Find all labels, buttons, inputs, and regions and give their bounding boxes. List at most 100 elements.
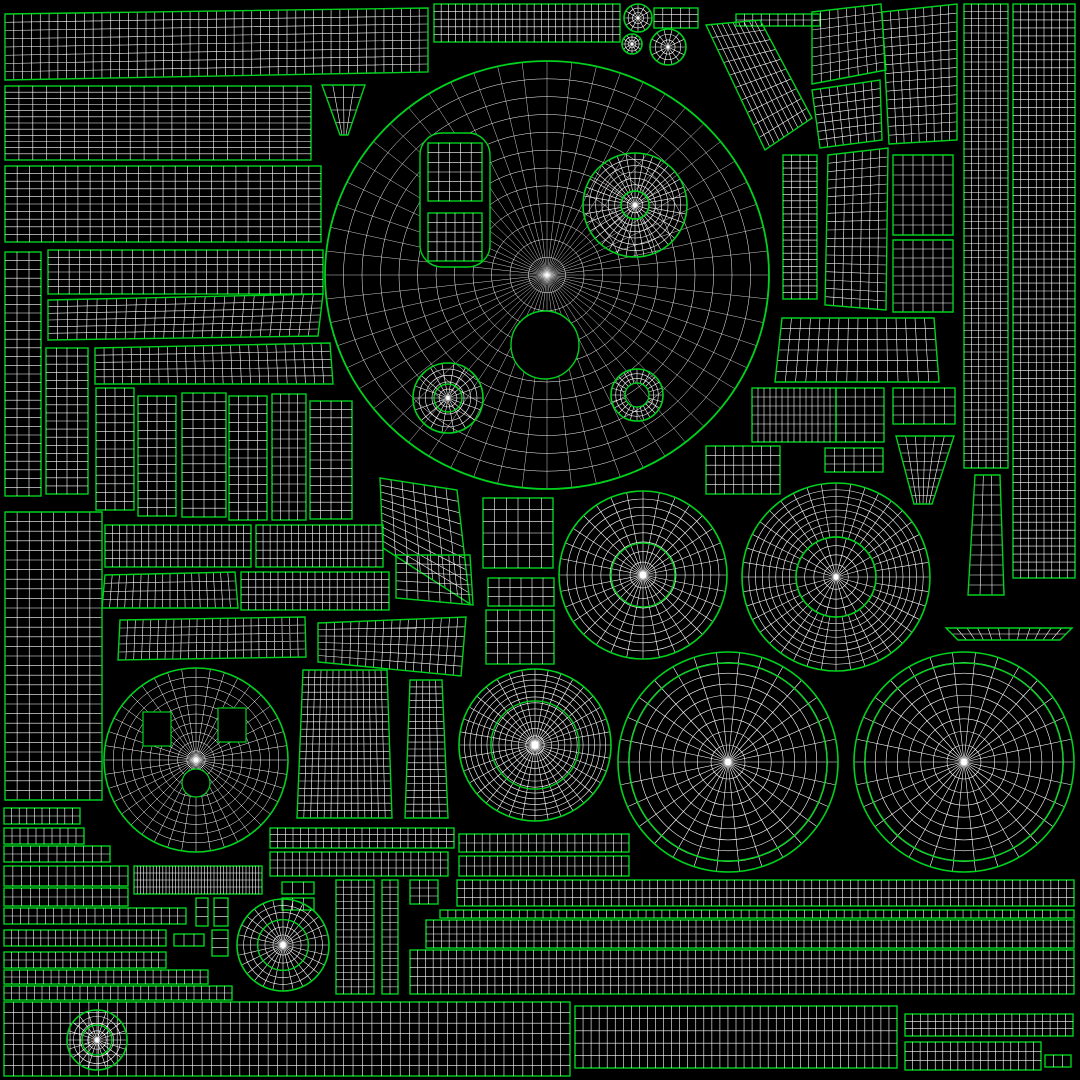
uv-island-strip [181,392,227,518]
uv-island-strip [309,400,353,520]
uv-island-strip [1044,1054,1072,1068]
uv-island-disc [623,3,653,33]
uv-island-strip [487,577,555,607]
uv-island-strip [427,142,483,202]
uv-island-strip [281,881,315,895]
uv-island-strip [3,985,233,1001]
uv-island-strip [427,212,483,262]
uv-island-disc [795,536,877,618]
uv-island-strip [4,85,312,161]
uv-island-strip [409,949,1075,995]
uv-island-strip [211,929,229,957]
uv-island-strip [3,907,187,925]
uv-island-patch [317,616,467,677]
uv-island-disc [617,651,839,873]
uv-island-patch [4,7,429,81]
uv-island-disc [621,33,643,55]
uv-island-strip [3,887,129,907]
uv-island-strip [3,807,81,825]
uv-island-strip [240,571,390,611]
uv-island-ring [610,368,664,422]
uv-island-strip [1012,3,1076,579]
uv-shell-layer [324,60,770,490]
uv-island-strip [133,865,263,895]
uv-island-disc [620,190,650,220]
uv-island-strip [4,165,322,243]
uv-island-strip [3,1001,571,1077]
uv-island-strip [3,951,167,969]
uv-island-patch [117,616,307,661]
uv-island-strip [963,3,1009,469]
uv-island-disc [558,490,728,660]
uv-island-strip [456,879,1075,907]
uv-island-patch [4,511,103,801]
uv-island-strip [137,395,177,517]
uv-island-patch [811,3,887,85]
uv-island-strip [782,154,818,300]
uv-island-strip [458,855,630,877]
uv-patches-layer [4,3,1074,853]
uv-island-disc [458,668,612,822]
uv-island-patch [704,19,813,152]
uv-island-strip [653,7,699,29]
uv-island-strip [458,833,630,853]
uv-discs-layer [66,3,1075,1071]
uv-island-strip [904,1041,1042,1071]
uv-island-strip [228,395,268,521]
uv-island-strip [95,387,135,511]
uv-island-strip [104,524,252,568]
uv-island-strip [425,919,1075,949]
uv-island-strip [3,929,167,947]
uv-island-disc [853,651,1075,873]
uv-island-strip [705,445,781,495]
uv-island-strip [271,393,307,521]
uv-island-strip [824,447,884,473]
uv-island-patch [824,147,889,311]
uv-island-strip [47,249,324,295]
uv-island-strip [439,909,1075,919]
uv-island-patch [967,474,1005,596]
uv-island-strip [3,865,129,887]
uv-island-strip [173,933,205,947]
uv-island-disc [236,898,330,992]
uv-island-strip [574,1005,898,1069]
uv-island-disc [66,1009,128,1071]
uv-island-strip [482,497,554,569]
uv-island-strip [381,879,399,995]
uv-island-disc [412,362,484,434]
uv-island-patch [404,679,449,819]
uv-island-disc [649,28,687,66]
uv-island-strip [3,845,111,863]
uv-strips-layer [3,3,1076,1077]
uv-island-strip [433,3,621,43]
uv-island-patch [296,669,393,819]
uv-island-patch [47,293,324,341]
uv-island-patch [892,239,954,313]
uv-island-strip [485,609,555,665]
uv-island-patch [881,3,958,145]
uv-island-shell-plate [324,60,770,490]
uv-island-patch [395,554,474,606]
uv-island-strip [4,251,42,497]
uv-island-strip [904,1013,1074,1037]
uv-island-patch [895,435,955,505]
uv-island-patch [321,84,366,136]
uv-island-patch [811,79,883,149]
uv-island-strip [892,387,956,425]
uv-island-strip [269,827,455,849]
uv-island-strip [3,969,209,985]
uv-island-patch [892,154,954,236]
uv-island-strip [45,347,89,495]
uv-island-strip [213,897,229,927]
uv-island-patch [101,571,239,609]
uv-island-strip [835,387,885,443]
uv-island-patch [94,342,334,385]
uv-island-patch [103,667,289,853]
uv-island-strip [335,879,375,995]
uv-island-strip [269,851,449,877]
uv-island-patch [944,627,1074,641]
uv-island-patch [379,477,471,606]
uv-island-strip [195,897,209,927]
uv-island-strip [3,827,85,845]
